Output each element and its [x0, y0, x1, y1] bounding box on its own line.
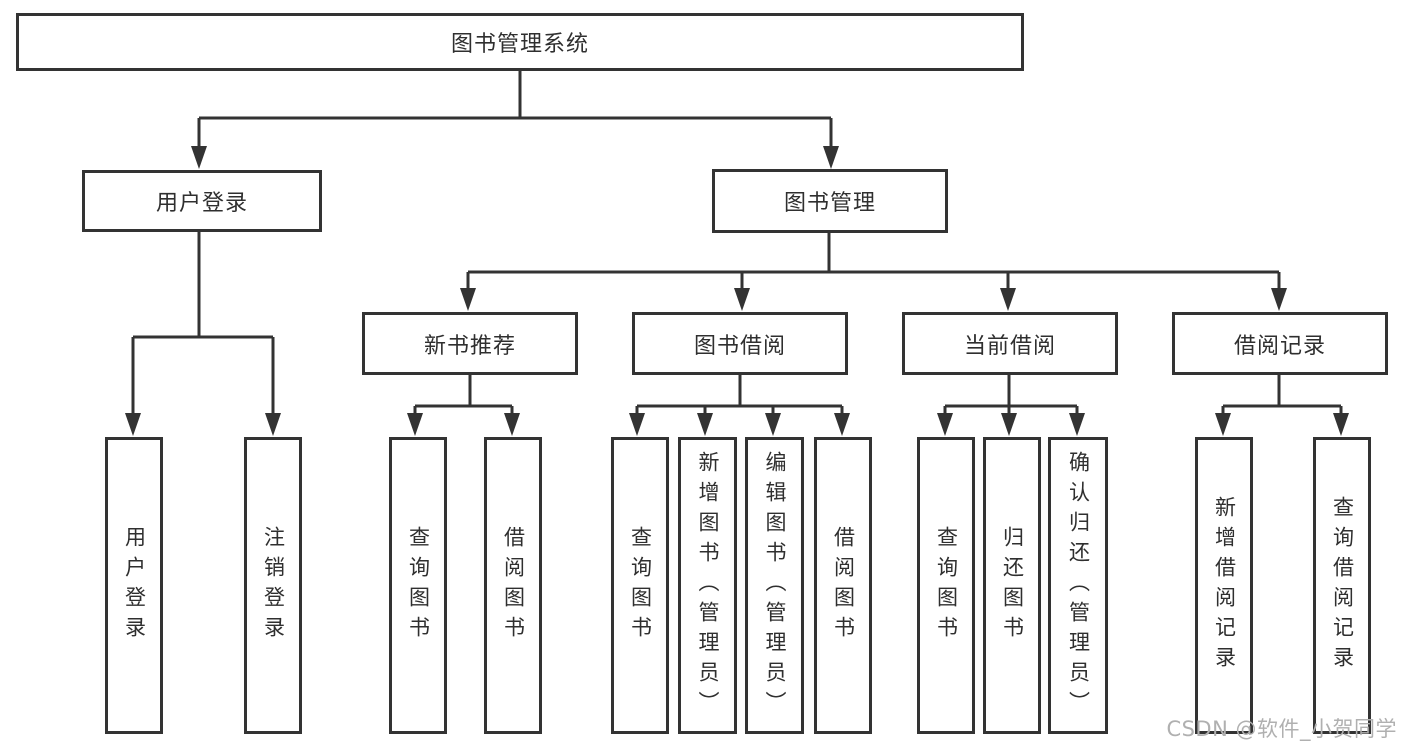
node-root-label: 图书管理系统: [450, 32, 589, 57]
node-leaf-user-login-label: 用户登录: [122, 525, 147, 646]
node-book-management-label: 图书管理: [783, 191, 876, 216]
node-current-borrowing: 当前借阅: [902, 312, 1118, 375]
node-leaf-current-query-book: 查询图书: [917, 437, 975, 734]
connector-bookborrow-to-leaves: [629, 375, 850, 436]
arrowhead-icon: [765, 413, 781, 436]
arrowhead-icon: [1069, 413, 1085, 436]
arrowhead-icon: [265, 413, 281, 436]
arrowhead-icon: [629, 413, 645, 436]
connector-userlogin-to-leaves: [125, 231, 281, 436]
node-leaf-query-borrow-record: 查询借阅记录: [1313, 437, 1371, 734]
node-leaf-borrow-borrow-book-label: 借阅图书: [831, 525, 856, 646]
arrowhead-icon: [834, 413, 850, 436]
arrowhead-icon: [460, 288, 476, 311]
node-new-book-recommend-label: 新书推荐: [423, 333, 516, 359]
node-leaf-user-login: 用户登录: [105, 437, 163, 734]
arrowhead-icon: [191, 146, 207, 169]
node-leaf-newrec-query-book: 查询图书: [389, 437, 447, 734]
node-leaf-logout: 注销登录: [244, 437, 302, 734]
node-root: 图书管理系统: [16, 13, 1024, 71]
node-new-book-recommend: 新书推荐: [362, 312, 578, 375]
connector-bookmgmt-to-level3: [460, 233, 1287, 311]
node-book-borrowing-label: 图书借阅: [693, 333, 786, 359]
node-leaf-add-book-admin: 新增图书（管理员）: [678, 437, 737, 734]
node-leaf-query-borrow-record-label: 查询借阅记录: [1330, 495, 1355, 676]
arrowhead-icon: [1000, 288, 1016, 311]
node-leaf-newrec-borrow-book: 借阅图书: [484, 437, 542, 734]
node-leaf-confirm-return-admin: 确认归还（管理员）: [1048, 437, 1108, 734]
node-leaf-borrow-query-book: 查询图书: [611, 437, 669, 734]
node-leaf-return-book-label: 归还图书: [1000, 525, 1025, 646]
node-borrow-records: 借阅记录: [1172, 312, 1388, 375]
node-leaf-add-borrow-record: 新增借阅记录: [1195, 437, 1253, 734]
csdn-watermark: CSDN @软件_小贺同学: [1166, 717, 1397, 741]
node-user-login: 用户登录: [82, 170, 322, 232]
node-leaf-confirm-return-admin-label: 确认归还（管理员）: [1066, 450, 1091, 721]
arrowhead-icon: [1215, 413, 1231, 436]
node-user-login-label: 用户登录: [155, 191, 248, 216]
node-leaf-edit-book-admin: 编辑图书（管理员）: [745, 437, 804, 734]
node-leaf-add-borrow-record-label: 新增借阅记录: [1212, 495, 1237, 676]
node-leaf-edit-book-admin-label: 编辑图书（管理员）: [763, 450, 788, 721]
arrowhead-icon: [823, 146, 839, 169]
arrowhead-icon: [1333, 413, 1349, 436]
arrowhead-icon: [407, 413, 423, 436]
node-leaf-add-book-admin-label: 新增图书（管理员）: [696, 450, 721, 721]
arrowhead-icon: [697, 413, 713, 436]
node-borrow-records-label: 借阅记录: [1233, 333, 1326, 359]
node-book-management: 图书管理: [712, 169, 948, 233]
arrowhead-icon: [937, 413, 953, 436]
node-leaf-borrow-query-book-label: 查询图书: [628, 525, 653, 646]
connector-currentborrow-to-leaves: [937, 375, 1085, 436]
arrowhead-icon: [1271, 288, 1287, 311]
node-leaf-newrec-borrow-book-label: 借阅图书: [501, 525, 526, 646]
connector-root-to-level2: [191, 70, 839, 169]
node-leaf-logout-label: 注销登录: [261, 525, 286, 646]
node-current-borrowing-label: 当前借阅: [963, 333, 1056, 359]
node-leaf-return-book: 归还图书: [983, 437, 1041, 734]
connector-newrec-to-leaves: [407, 375, 520, 436]
arrowhead-icon: [504, 413, 520, 436]
node-leaf-current-query-book-label: 查询图书: [934, 525, 959, 646]
connector-records-to-leaves: [1215, 375, 1349, 436]
node-leaf-borrow-borrow-book: 借阅图书: [814, 437, 872, 734]
arrowhead-icon: [734, 288, 750, 311]
node-leaf-newrec-query-book-label: 查询图书: [406, 525, 431, 646]
arrowhead-icon: [1001, 413, 1017, 436]
arrowhead-icon: [125, 413, 141, 436]
node-book-borrowing: 图书借阅: [632, 312, 848, 375]
